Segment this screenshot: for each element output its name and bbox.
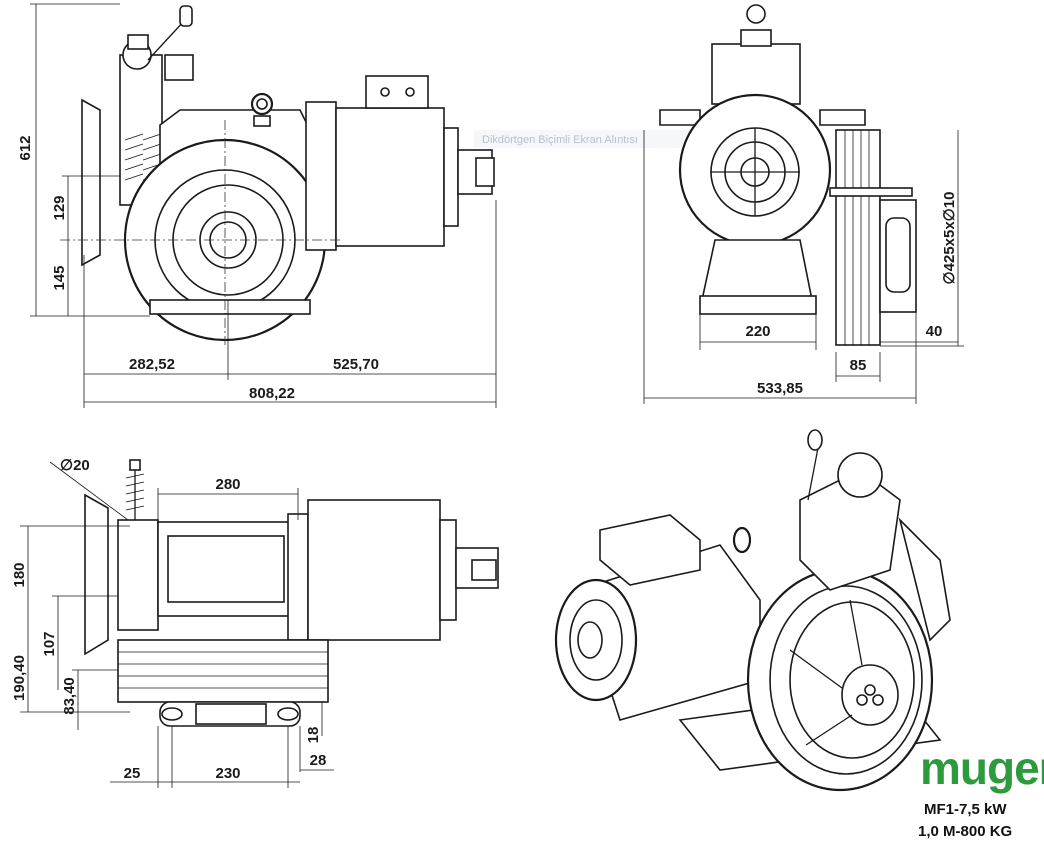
top-view: ∅20 280 180 190,40 107 83,40 18 25 230 2… xyxy=(11,457,499,788)
dim-533-85: 533,85 xyxy=(757,380,803,397)
dim-83-40: 83,40 xyxy=(61,677,78,715)
brake-lever-icon xyxy=(179,5,193,27)
dim-808-22: 808,22 xyxy=(249,385,295,402)
dim-180: 180 xyxy=(11,562,28,587)
dim-sheave-spec: ∅425x5x∅10 xyxy=(941,192,958,285)
dim-85: 85 xyxy=(850,357,867,374)
terminal-box-icon xyxy=(365,75,429,109)
isometric-view xyxy=(554,429,951,792)
dim-220: 220 xyxy=(745,323,770,340)
dim-18: 18 xyxy=(305,727,322,744)
dim-282-52: 282,52 xyxy=(129,356,175,373)
dim-107: 107 xyxy=(41,631,58,656)
dim-25: 25 xyxy=(124,765,141,782)
side-view: ∅425x5x∅10 220 40 85 533,85 xyxy=(643,4,964,404)
front-view: 612 129 145 282,52 525,70 808,22 xyxy=(17,3,497,408)
iso-lifting-eye-icon xyxy=(732,526,752,554)
overlay-box xyxy=(474,130,704,148)
dim-129: 129 xyxy=(51,195,68,220)
dim-525-70: 525,70 xyxy=(333,356,379,373)
dim-145: 145 xyxy=(51,265,68,290)
model-line-2: 1,0 M-800 KG xyxy=(918,823,1012,840)
dim-190-40: 190,40 xyxy=(11,655,28,701)
overlay-label: Dikdörtgen Biçimli Ekran Alıntısı xyxy=(482,134,638,146)
title-block: mugen MF1-7,5 kW 1,0 M-800 KG xyxy=(918,742,1044,840)
brand-logo: mugen xyxy=(920,742,1044,794)
model-line-1: MF1-7,5 kW xyxy=(924,801,1007,818)
brake-knob-icon xyxy=(746,4,766,24)
dim-230: 230 xyxy=(215,765,240,782)
dim-40: 40 xyxy=(926,323,943,340)
dim-280: 280 xyxy=(215,476,240,493)
dim-d20: ∅20 xyxy=(60,457,90,474)
dim-612: 612 xyxy=(17,135,34,160)
dim-28: 28 xyxy=(310,752,327,769)
